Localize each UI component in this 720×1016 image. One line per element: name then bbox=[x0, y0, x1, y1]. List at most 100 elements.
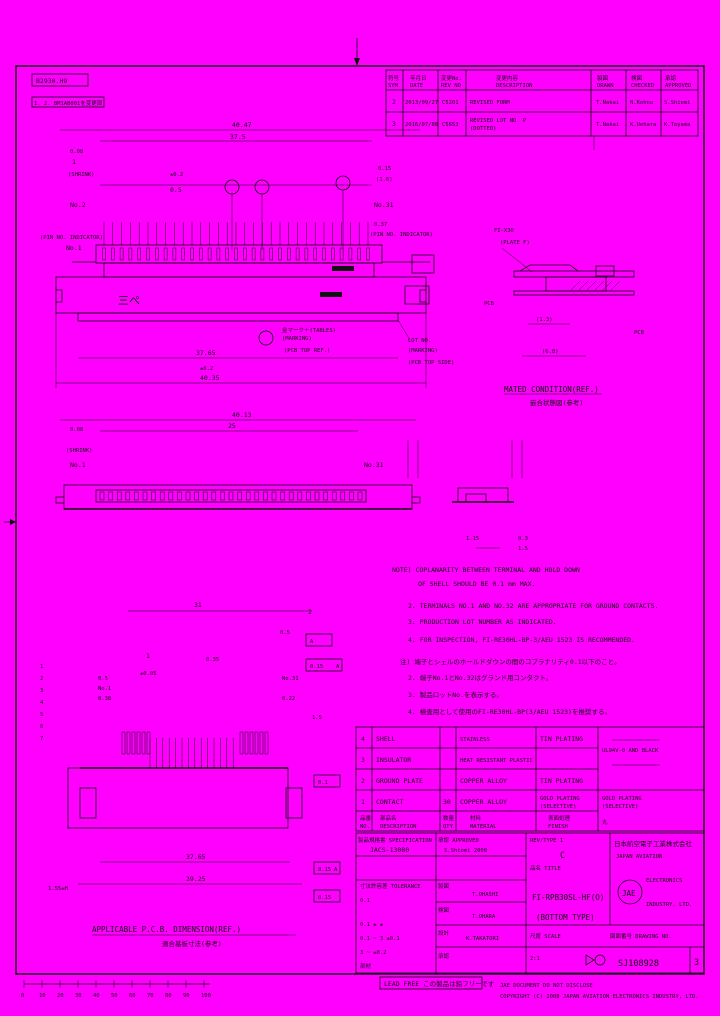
sheet-no: 3 bbox=[694, 958, 699, 968]
kanji-mark: 三ぺ bbox=[118, 294, 140, 307]
terminal-contact bbox=[172, 247, 177, 261]
mated-title: MATED CONDITION(REF.) bbox=[504, 385, 599, 394]
pcb-pad bbox=[136, 731, 141, 755]
svg-text:製図: 製図 bbox=[597, 74, 609, 82]
note-5: 注) 端子とシェルのホールドダウンの間のコプラナリティ0.1以下のこと。 bbox=[400, 657, 621, 666]
front-contact bbox=[280, 491, 285, 501]
rev-row1-checked: N.Kohno bbox=[630, 100, 653, 106]
note-4: 4. FOR INSPECTION, FI-RE30HL-BP-3/AEU 15… bbox=[408, 636, 635, 644]
pcb-dim-3925: 39.25 bbox=[186, 875, 206, 883]
title-line-1: FI-RPB30SL-HF(O) bbox=[532, 893, 604, 902]
svg-text:±0.2: ±0.2 bbox=[170, 172, 183, 178]
pcb-tol: ±0.05 bbox=[140, 671, 157, 677]
rev-row1-drawn: T.Nakai bbox=[596, 100, 619, 106]
pcb-pad bbox=[259, 731, 264, 755]
rev-row1-date: 2013/09/27 bbox=[405, 100, 438, 106]
pcb-pad bbox=[131, 731, 136, 755]
pcb-pad bbox=[254, 731, 259, 755]
pcb-pad bbox=[239, 731, 244, 755]
svg-text:変更No.: 変更No. bbox=[441, 74, 462, 82]
svg-text:GOLD PLATING: GOLD PLATING bbox=[540, 796, 580, 802]
company-jp: 日本航空電子工業株式会社 bbox=[614, 839, 693, 848]
terminal-contact bbox=[260, 247, 265, 261]
front-contact bbox=[142, 491, 148, 501]
svg-text:TIN PLATING: TIN PLATING bbox=[540, 735, 583, 743]
note-1: OF SHELL SHOULD BE 0.1 mm MAX. bbox=[418, 580, 535, 588]
copyright-1: JAE DOCUMENT DO NOT DISCLOSE bbox=[500, 983, 593, 989]
svg-text:REV NO: REV NO bbox=[441, 83, 461, 89]
svg-text:(1.6): (1.6) bbox=[376, 177, 393, 183]
note-0: NOTE) COPLANARITY BETWEEN TERMINAL AND H… bbox=[392, 566, 580, 574]
terminal-contact bbox=[199, 247, 203, 261]
scale-tick-label: 100 bbox=[201, 993, 211, 999]
pcb-pad bbox=[121, 731, 126, 755]
rev-row1-desc: REVISED FORM bbox=[470, 100, 510, 106]
pcb-dimension-view: 31 2 0.5 A 1 0.35 0.15 A ±0.05 0.5 0.38 … bbox=[40, 601, 343, 948]
parts-right-top: UL94V-0 AND BLACK bbox=[602, 748, 659, 754]
connector-body-top bbox=[55, 276, 427, 314]
front-dim-4013: 40.13 bbox=[232, 411, 252, 419]
front-contact bbox=[314, 491, 320, 501]
svg-text:検図: 検図 bbox=[438, 906, 450, 914]
svg-text:TIN PLATING: TIN PLATING bbox=[540, 777, 583, 785]
svg-text:数量: 数量 bbox=[443, 814, 455, 822]
terminal-contact bbox=[331, 247, 335, 261]
dim-015: 0.15 bbox=[378, 166, 391, 172]
front-contact bbox=[125, 491, 131, 501]
svg-text:DRAWN: DRAWN bbox=[597, 83, 614, 89]
svg-text:A: A bbox=[336, 664, 340, 670]
front-contact bbox=[357, 491, 363, 501]
label-no1: No.1 bbox=[66, 244, 82, 252]
svg-text:30: 30 bbox=[443, 798, 451, 806]
label-no2: No.2 bbox=[70, 201, 86, 209]
lot-mark: LOT NO. bbox=[408, 338, 431, 344]
front-contact bbox=[254, 491, 260, 501]
terminal-contact bbox=[181, 247, 185, 261]
mated-condition: FI-X30 (PLATE F) PCB PCB (1.3) (6.8) MAT… bbox=[484, 228, 645, 407]
side-dim-b: 1.5 bbox=[518, 546, 528, 552]
svg-text:表面処理: 表面処理 bbox=[548, 814, 571, 822]
front-contact bbox=[220, 491, 225, 501]
pcb-pad bbox=[126, 731, 131, 755]
terminal-contact bbox=[119, 247, 124, 261]
front-contact bbox=[245, 491, 251, 501]
top-note-box-1 bbox=[31, 73, 89, 87]
front-contact bbox=[134, 491, 139, 501]
terminal-contact bbox=[251, 247, 256, 261]
svg-text:5: 5 bbox=[40, 712, 43, 718]
pcb-left-scale: 1 2 3 4 5 6 7 bbox=[40, 664, 44, 742]
svg-text:2: 2 bbox=[361, 777, 365, 785]
svg-text:(SHRINK): (SHRINK) bbox=[68, 172, 95, 178]
drawn-label: 製図 bbox=[438, 882, 450, 890]
center-arrow-top bbox=[354, 58, 360, 66]
terminal-contact bbox=[155, 247, 159, 261]
svg-text:0.1: 0.1 bbox=[318, 780, 328, 786]
svg-text:NO.: NO. bbox=[360, 824, 370, 830]
side-dim-a: 1.15 bbox=[466, 536, 479, 542]
mated-dim2: (6.8) bbox=[542, 349, 559, 355]
svg-text:部品名: 部品名 bbox=[380, 814, 397, 822]
svg-text:CHECKED: CHECKED bbox=[631, 83, 654, 89]
svg-text:HEAT RESISTANT PLASTIC: HEAT RESISTANT PLASTIC bbox=[460, 758, 533, 764]
svg-text:APPROVED: APPROVED bbox=[665, 83, 692, 89]
front-contact bbox=[263, 491, 268, 501]
svg-text:0.1 ~ 3 ±0.1: 0.1 ~ 3 ±0.1 bbox=[360, 936, 400, 942]
scale-tick-label: 70 bbox=[147, 993, 154, 999]
svg-text:設計: 設計 bbox=[438, 929, 450, 937]
front-contact bbox=[340, 491, 346, 501]
svg-text:SYM: SYM bbox=[388, 83, 399, 89]
front-contact bbox=[159, 491, 165, 501]
pcb-tol-b: 0.15 bbox=[310, 664, 323, 670]
svg-text:JAE: JAE bbox=[622, 889, 636, 898]
terminal-contact bbox=[339, 247, 344, 261]
top-note-1: B2930.H9 bbox=[36, 77, 67, 85]
svg-text:(SHRINK): (SHRINK) bbox=[66, 448, 93, 454]
svg-text:材料: 材料 bbox=[470, 814, 482, 822]
svg-text:±0.2: ±0.2 bbox=[200, 366, 213, 372]
front-contact bbox=[228, 491, 234, 501]
scale-tick-label: 10 bbox=[39, 993, 46, 999]
pcb-pad bbox=[244, 731, 249, 755]
svg-text:(MARKING): (MARKING) bbox=[282, 336, 312, 342]
parts-sign: 丸 bbox=[602, 818, 608, 826]
